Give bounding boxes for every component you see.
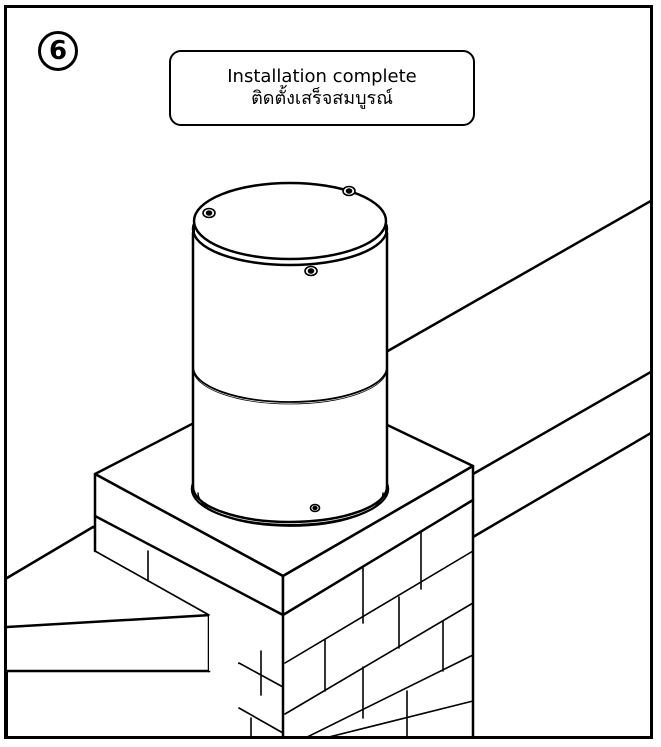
caption-english: Installation complete: [227, 66, 417, 87]
screw-heads: [202, 185, 356, 513]
bollard-lamp: [190, 181, 390, 527]
installation-illustration: [7, 181, 650, 736]
instruction-panel: 6 Installation complete ติดตั้งเสร็จสมบู…: [4, 5, 653, 739]
step-number: 6: [48, 36, 68, 66]
brick-pillar: [94, 498, 475, 736]
caption-box: Installation complete ติดตั้งเสร็จสมบูรณ…: [169, 50, 475, 126]
caption-thai: ติดตั้งเสร็จสมบูรณ์: [251, 88, 393, 109]
step-number-badge: 6: [38, 31, 78, 71]
